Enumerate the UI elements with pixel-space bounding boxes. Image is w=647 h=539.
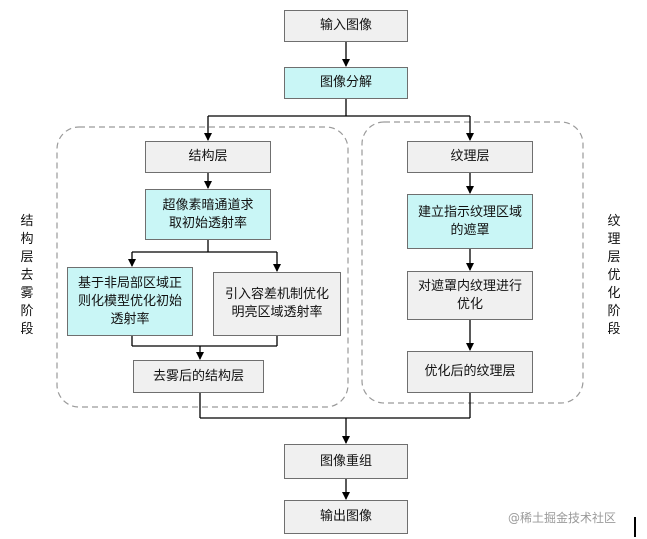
texture-layer-node: 纹理层 (407, 141, 533, 173)
dehazed-structure-layer-node: 去雾后的结构层 (133, 360, 264, 393)
text-cursor (634, 517, 636, 537)
image-recombine-node: 图像重组 (284, 444, 408, 479)
tolerance-mechanism-node: 引入容差机制优化明亮区域透射率 (213, 272, 341, 336)
structure-layer-node: 结构层 (145, 141, 271, 173)
texture-stage-group (361, 121, 584, 404)
texture-stage-label: 纹理层优化阶段 (607, 214, 621, 337)
nonlocal-regularization-node: 基于非局部区域正则化模型优化初始透射率 (67, 267, 193, 336)
input-image-node: 输入图像 (284, 10, 408, 42)
decomposition-node: 图像分解 (284, 67, 408, 99)
optimized-texture-layer-node: 优化后的纹理层 (407, 351, 533, 393)
watermark-text: @稀土掘金技术社区 (508, 511, 617, 525)
output-image-node: 输出图像 (284, 500, 408, 534)
mask-texture-optimize-node: 对遮罩内纹理进行优化 (407, 271, 533, 320)
structure-stage-group (56, 126, 349, 408)
structure-stage-label: 结构层去雾阶段 (20, 214, 34, 337)
superpixel-dark-channel-node: 超像素暗通道求取初始透射率 (145, 189, 271, 240)
texture-mask-node: 建立指示纹理区域的遮罩 (407, 194, 533, 249)
